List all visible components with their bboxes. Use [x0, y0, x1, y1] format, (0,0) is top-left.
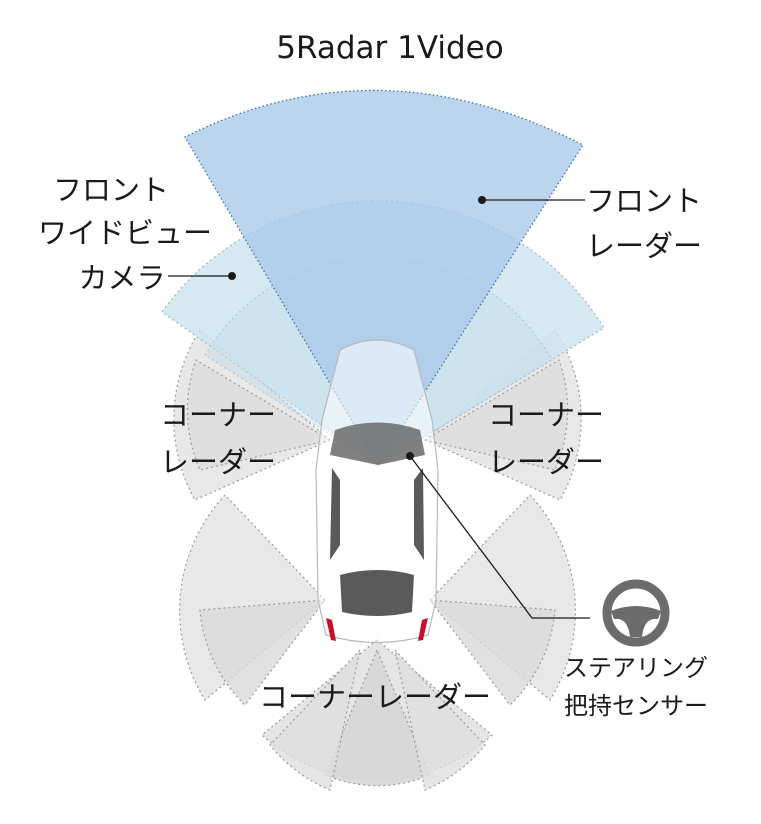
corner-radar-zones [173, 329, 582, 791]
label-front-camera: フロント ワイドビュー カメラ [38, 173, 212, 295]
corner-rear-label: コーナーレーダー [259, 680, 491, 714]
steering-sensor-dot [406, 452, 414, 460]
front-camera-label-line3: カメラ [78, 261, 165, 295]
front-radar-zone [184, 89, 584, 467]
front-camera-label-line1: フロント [53, 173, 169, 207]
front-radar-coverage [184, 89, 584, 467]
rear-center-zone-right [393, 648, 486, 791]
label-corner-right: コーナー レーダー [488, 398, 604, 479]
diagram-title: 5Radar 1Video [276, 30, 503, 66]
label-steering-sensor: ステアリング 把持センサー [564, 654, 708, 720]
rear-left-corner-zone-inner [199, 599, 327, 706]
front-radar-dot [478, 196, 486, 204]
front-left-corner-zone-inner [186, 359, 332, 471]
front-camera-label-line2: ワイドビュー [38, 216, 212, 250]
label-front-radar: フロント レーダー [586, 184, 702, 263]
car-left-tail-light [326, 618, 336, 641]
front-radar-label-line1: フロント [586, 184, 702, 218]
steering-sensor-leader [409, 455, 590, 619]
rear-center-zone-left [269, 648, 362, 791]
label-corner-left: コーナー レーダー [160, 398, 276, 479]
front-radar-label-line2: レーダー [586, 229, 702, 263]
car-right-tail-light [418, 618, 428, 641]
leader-lines [168, 196, 590, 619]
front-right-corner-zone-inner [423, 359, 569, 471]
steering-sensor-label-line2: 把持センサー [564, 692, 708, 720]
corner-left-label-line1: コーナー [160, 398, 276, 432]
car-hood-glass [330, 422, 425, 465]
corner-right-label-line1: コーナー [488, 398, 604, 432]
front-camera-dot [228, 272, 236, 280]
car-right-window [414, 468, 424, 560]
corner-left-label-line2: レーダー [160, 445, 276, 479]
steering-wheel-icon [602, 579, 670, 647]
car-body [315, 339, 439, 644]
steering-sensor-label-line1: ステアリング [564, 654, 708, 682]
car-left-window [330, 468, 340, 560]
car-rear-glass [340, 570, 414, 616]
car-icon [315, 339, 439, 644]
corner-right-label-line2: レーダー [488, 445, 604, 479]
rear-right-corner-zone-inner [428, 599, 556, 706]
